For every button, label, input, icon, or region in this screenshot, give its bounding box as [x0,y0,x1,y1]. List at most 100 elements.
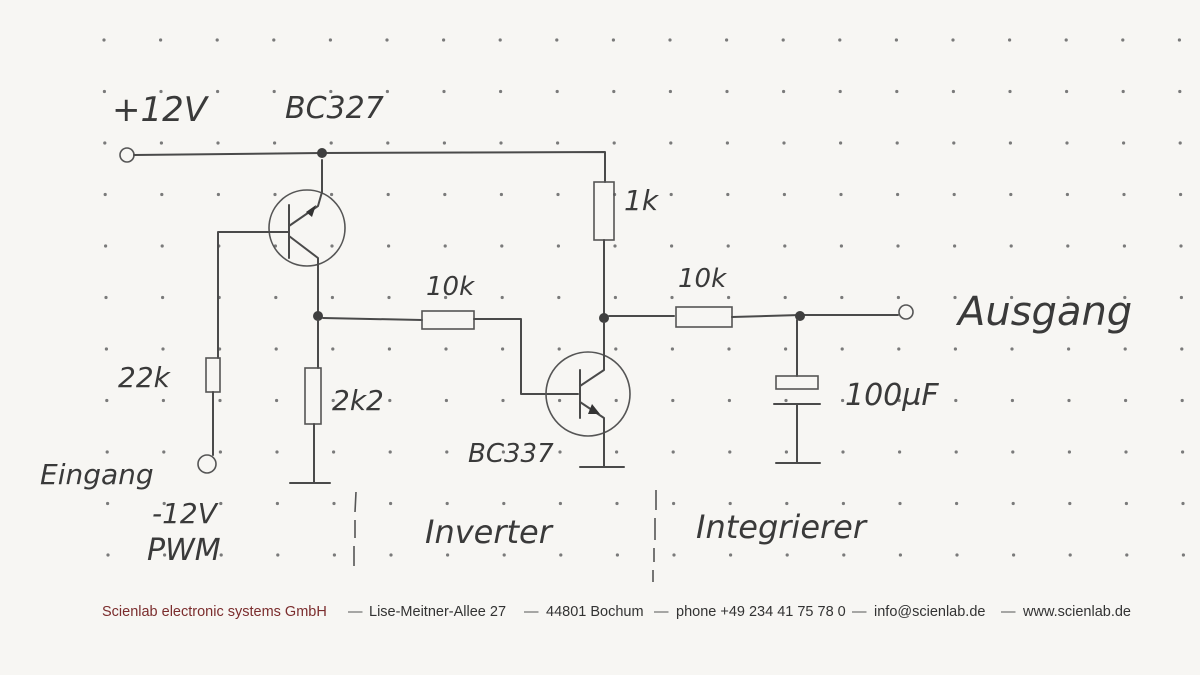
footer-address: Lise-Meitner-Allee 27 [369,604,507,620]
grid-dot [894,38,899,42]
footer-separator: — [1001,604,1016,620]
grid-dot [1012,553,1016,557]
resistor-10k-base [322,310,579,395]
grid-dot [842,553,846,557]
grid-dot [670,295,674,300]
grid-dot [103,141,107,145]
resistor-1k [593,181,615,323]
grid-dot [276,553,280,557]
grid-dot [1181,501,1185,506]
grid-dot [215,38,219,42]
grid-dot [1179,192,1183,197]
grid-dot [1177,38,1181,42]
grid-dot [839,192,843,197]
grid-dot [728,450,732,454]
grid-dot [670,347,675,351]
grid-dot [1123,347,1127,351]
grid-dot [216,141,220,145]
grid-dot [726,244,730,248]
grid-dot [955,553,959,557]
grid-dot [1122,244,1126,248]
grid-dot [613,295,618,300]
grid-dot [329,141,333,145]
grid-dot [781,38,785,42]
footer-website[interactable]: www.scienlab.de [1023,604,1131,620]
grid-dot [445,450,449,454]
grid-dot [331,398,335,403]
grid-dot [385,89,389,94]
grid-dot [558,450,562,454]
grid-dot [443,192,447,197]
supply-terminal [119,147,135,163]
grid-dot [1122,141,1126,145]
grid-dot [841,501,846,506]
grid-dot [556,141,560,145]
grid-dot [840,295,844,300]
output-terminal [898,304,914,320]
grid-dot [728,501,732,506]
capacitor-label: 100µF [845,378,939,413]
input-label: Eingang [40,458,154,491]
grid-dot [216,89,220,94]
grid-dot [103,192,107,197]
grid-dot [896,244,900,248]
transistor-bc337 [545,321,631,468]
grid-dot [954,450,958,454]
grid-dot [499,192,503,197]
grid-dot [1065,141,1069,145]
grid-dot [444,398,448,403]
grid-dot [501,398,505,403]
grid-dot [105,398,109,403]
grid-dot [1011,501,1015,506]
footer-city: 44801 Bochum [546,604,644,620]
grid-dot [672,553,676,557]
r-collector-label: 1k [624,184,660,217]
grid-dot [104,295,108,300]
grid-dot [1010,398,1015,403]
grid-dot [1066,295,1070,300]
grid-dot [386,192,390,197]
emitter-arrow-icon [306,205,316,217]
section-divider-right [652,490,657,582]
grid-dot [162,450,166,454]
grid-dot [443,244,447,248]
grid-dot [444,295,448,300]
grid-dot [614,398,618,403]
grid-dot [1121,38,1125,42]
grid-dot [725,89,729,94]
grid-dot [785,501,789,506]
footer-email[interactable]: info@scienlab.de [874,604,986,620]
grid-dot [897,347,901,351]
grid-dot [442,38,446,42]
grid-dot [951,38,955,42]
grid-dot [1123,295,1127,300]
company-footer: Scienlab electronic systems GmbH — Lise-… [0,604,1200,628]
grid-dot [729,553,733,557]
grid-dot [1008,141,1013,145]
grid-dot [159,89,163,94]
grid-dot [840,347,844,351]
grid-dot [501,347,505,351]
grid-dot [782,89,786,94]
grid-dot [953,347,958,351]
grid-dot [332,501,336,506]
grid-dot [1181,553,1185,557]
grid-dot [839,141,843,145]
grid-dot [841,450,845,454]
r-base-label: 10k [426,272,475,302]
grid-dot [615,553,620,557]
grid-dot [727,347,731,351]
resistor-10k-filter [608,304,914,328]
grid-dot [1125,553,1129,557]
grid-dot [273,141,277,145]
grid-dot [328,38,332,42]
emitter-arrow-icon [588,404,600,414]
grid-dot [1010,295,1014,300]
grid-dot [388,398,392,403]
grid-dot [1124,501,1128,506]
grid-dot [499,141,503,145]
grid-dot [387,347,391,351]
resistor-2k2 [289,311,331,484]
grid-dot [555,38,559,42]
